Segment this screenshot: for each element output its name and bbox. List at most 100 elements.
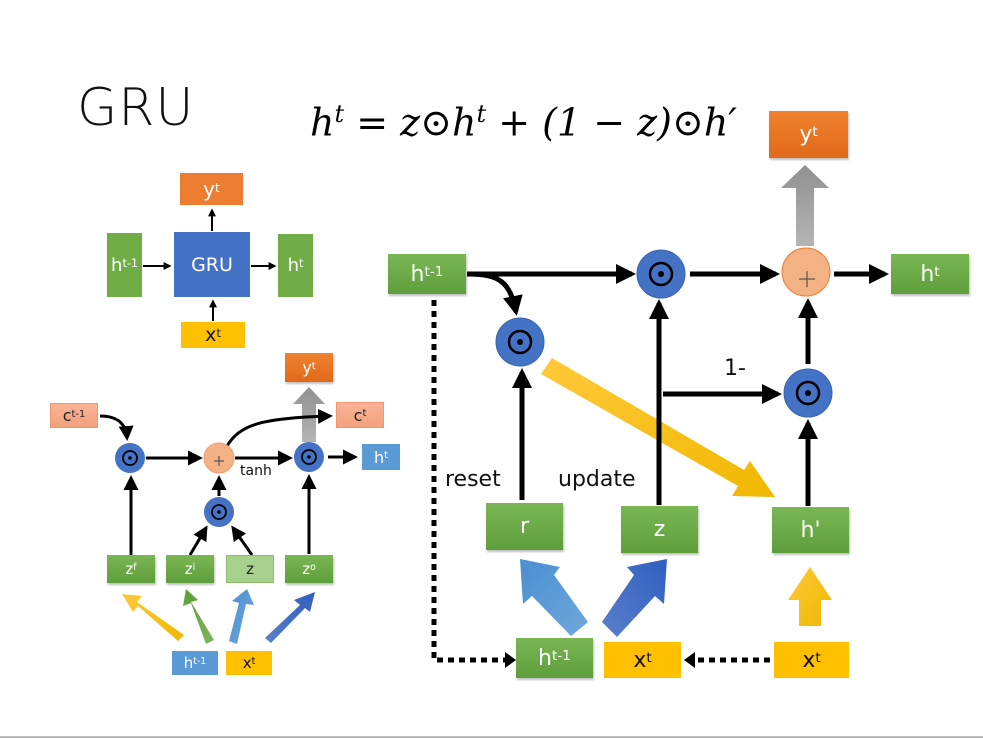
label-base: z [184, 560, 193, 578]
label-sup: t [646, 649, 652, 666]
label-base: z [125, 560, 134, 578]
label-base: y [302, 358, 312, 377]
odot-dots [128, 271, 811, 514]
label-base: c [353, 405, 363, 425]
label-sup: t-1 [424, 263, 444, 280]
label-sup: t-1 [71, 408, 86, 420]
label-sup: t-1 [193, 656, 207, 668]
slide-bottom-rule [0, 736, 983, 738]
lstm-arrow-lightblue [229, 589, 254, 644]
reset-label: reset [445, 467, 501, 492]
label-sup: t [934, 263, 940, 280]
label-base: h [538, 645, 552, 671]
label-sup: t [251, 656, 256, 668]
gru-connectors [122, 165, 889, 668]
lstm-arrow-blue [265, 592, 315, 643]
label-base: y [799, 122, 813, 147]
formula-rhs: + (1 − z)⊙h′ [486, 100, 737, 145]
gru-plus-node [781, 247, 831, 297]
label-base: x [633, 647, 647, 673]
lstm-arrow-yellow [122, 594, 184, 641]
label-base: h [920, 261, 935, 287]
label-base: y [203, 177, 215, 201]
plus-glyphs [214, 271, 815, 466]
lstm-gate-z: z [226, 555, 274, 583]
label-base: z [246, 560, 254, 578]
gru-candidate-h: h' [772, 507, 849, 553]
gru-reset-gate-r: r [486, 503, 563, 550]
label-sup: t [216, 326, 221, 341]
label-sup: t [815, 649, 821, 666]
arrow-cprev-to-mult [99, 414, 134, 441]
label-base: h [111, 254, 123, 276]
gru-arrow-x-to-hcand [788, 567, 832, 626]
formula-mid-sup: t [476, 100, 487, 128]
label-base: x [205, 324, 217, 346]
odot-glyphs [122, 261, 821, 520]
lstm-tanh-label: tanh [240, 463, 272, 479]
formula-lhs: h [310, 100, 335, 145]
lstm-connectors [99, 387, 358, 644]
label-sup: t [362, 408, 367, 420]
label-base: h [373, 447, 385, 467]
label-sup: i [192, 562, 196, 574]
formula-lhs-sup: t [334, 100, 345, 128]
simple-arrows [143, 208, 277, 321]
label-sup: t [812, 124, 818, 141]
label-base: h [287, 255, 300, 276]
arrow-hprev-to-rmult [466, 271, 523, 316]
label-sup: t-1 [122, 256, 138, 270]
label-base: h [410, 261, 425, 287]
dotted-hprev-path [431, 300, 505, 663]
update-label: update [558, 467, 636, 492]
label-sup: t [214, 179, 220, 195]
lstm-arrow-green [183, 589, 214, 644]
slide-title: GRU [77, 78, 195, 138]
label-base: c [62, 406, 72, 425]
label-base: x [802, 647, 816, 673]
one-minus-label: 1- [724, 356, 746, 381]
gru-update-gate-z: z [621, 506, 698, 553]
label-base: x [242, 654, 252, 672]
formula-eq: = z⊙h [344, 100, 477, 145]
arrow-zi-to-midmult [188, 525, 208, 556]
label-base: z [302, 560, 311, 578]
label-sup: f [133, 562, 137, 574]
gru-arrow-gray-to-y [781, 165, 829, 246]
simple-gru-cell: GRU [174, 232, 250, 297]
gru-formula: ht = z⊙ht + (1 − z)⊙h′ [310, 100, 737, 145]
label-sup: t-1 [552, 647, 571, 664]
label-sup: t [299, 257, 304, 271]
label-sup: o [310, 562, 316, 574]
arrow-z-to-midmult [231, 525, 254, 556]
dotted-arrowhead-x [684, 652, 695, 668]
dotted-arrowhead-hprev [505, 652, 516, 668]
label-sup: t [311, 360, 316, 372]
gru-arrow-to-z [602, 559, 667, 637]
arrow-plus-to-c [225, 408, 333, 447]
lstm-arrow-gray [293, 387, 325, 442]
label-sup: t [384, 450, 389, 462]
label-base: h [183, 654, 194, 672]
gru-arrow-to-r [520, 559, 588, 636]
